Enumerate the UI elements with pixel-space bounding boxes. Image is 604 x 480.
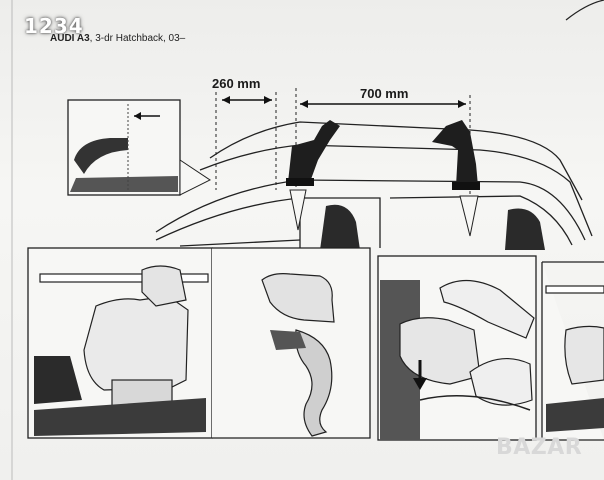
step-panel-partial (541, 261, 604, 441)
rail-detail-inset (67, 99, 211, 196)
arrow-left-icon (134, 112, 141, 120)
vehicle-spec: , 3-dr Hatchback, 03– (89, 33, 186, 44)
overlay-number: 1234 (24, 14, 84, 38)
step-panel-hand-install (377, 255, 537, 441)
vehicle-heading: AUDI A3, 3-dr Hatchback, 03– (50, 33, 185, 44)
vehicle-make-model: AUDI A3 (50, 33, 90, 44)
guide-lines (215, 88, 471, 200)
arrow-right-icon (458, 100, 466, 108)
arrow-left-icon (300, 100, 308, 108)
arrow-down-icon (413, 378, 427, 390)
arrow-left-icon (222, 96, 230, 104)
dimension-arrows (222, 99, 466, 105)
step-panel-foot-closeup (27, 247, 213, 439)
rack-foot-front (286, 120, 340, 231)
rack-foot-rear (432, 120, 480, 237)
watermark-logo: BAZAR (496, 435, 583, 460)
corner-sketch (565, 0, 604, 21)
seat-front (320, 204, 360, 250)
arrow-right-icon (264, 96, 272, 104)
step-panel-door-profile (212, 247, 371, 439)
front-distance-label: 260 mm (212, 76, 261, 91)
bar-spacing-label: 700 mm (360, 86, 409, 101)
seat-rear (505, 208, 545, 250)
